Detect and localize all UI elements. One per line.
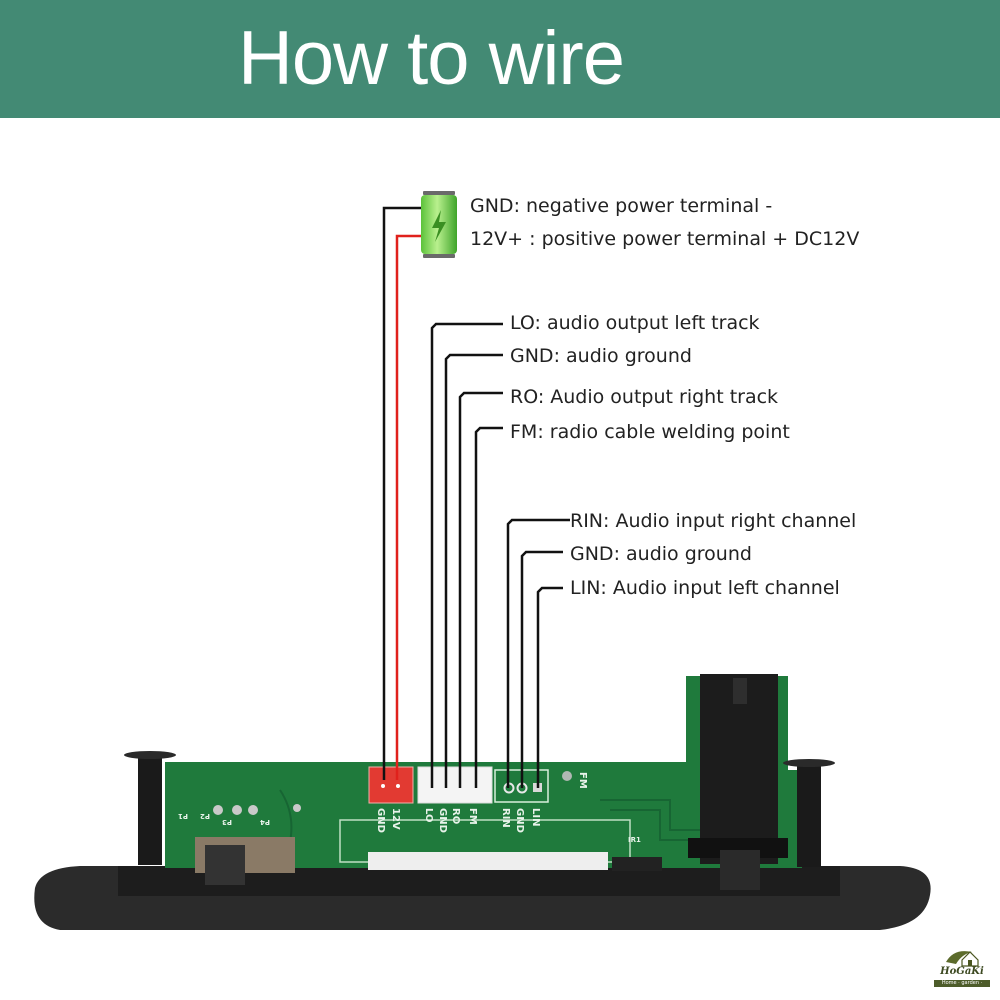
silk-ir1: IR1 [628, 836, 641, 844]
silk-fm: FM [467, 808, 478, 825]
brand-logo: HoGaKi Home · garden · kitchen [932, 946, 992, 993]
label-rin: RIN: Audio input right channel [570, 510, 857, 532]
lin-wire [536, 586, 563, 788]
output-connector [417, 766, 493, 804]
ir-receiver [612, 857, 662, 871]
v12-power-wire [395, 234, 421, 780]
lo-wire [430, 322, 503, 788]
silk-in-gnd: GND [514, 808, 525, 833]
slide-switch [195, 804, 301, 885]
silk-ro: RO [450, 808, 461, 824]
silk-p3: P3 [222, 818, 232, 826]
logo-tagline: Home · garden · kitchen [934, 980, 990, 993]
silk-gnd: GND [375, 808, 386, 833]
label-out-gnd: GND: audio ground [510, 345, 692, 367]
audio-jack [688, 674, 788, 890]
silk-p2: P2 [200, 812, 210, 820]
silkscreen-labels: GND 12V LO GND RO FM RIN GND LIN FM IR1 … [178, 772, 641, 844]
label-ro: RO: Audio output right track [510, 386, 779, 408]
silk-fm-pad: FM [577, 772, 588, 789]
house-leaf-icon [946, 951, 979, 967]
silk-12v: 12V [390, 808, 401, 830]
silk-p1: P1 [178, 812, 188, 820]
header-banner: How to wire [0, 0, 1000, 118]
logo-name: HoGaKi [940, 966, 984, 977]
silk-lin: LIN [530, 808, 541, 826]
in-gnd-wire [520, 550, 563, 788]
label-lin: LIN: Audio input left channel [570, 577, 840, 599]
label-power-gnd: GND: negative power terminal - [470, 195, 773, 217]
ribbon-connector [368, 852, 608, 870]
page-title: How to wire [238, 16, 625, 101]
label-in-gnd: GND: audio ground [570, 543, 752, 565]
right-mount-post [783, 759, 835, 867]
left-mount-post [124, 751, 176, 865]
ro-wire [458, 391, 503, 788]
label-lo: LO: audio output left track [510, 312, 760, 334]
power-connector [368, 766, 414, 804]
battery-charging-icon [421, 191, 457, 258]
label-power-12v: 12V+ : positive power terminal + DC12V [470, 228, 860, 250]
silk-lo: LO [423, 808, 434, 823]
out-gnd-wire [444, 353, 503, 788]
enclosure [34, 866, 931, 930]
rin-wire [506, 518, 570, 788]
fm-wire [474, 426, 503, 788]
label-fm: FM: radio cable welding point [510, 421, 790, 443]
silk-rin: RIN [500, 808, 511, 828]
silk-p4: P4 [260, 818, 270, 826]
gnd-power-wire [382, 206, 421, 780]
silk-out-gnd: GND [437, 808, 448, 833]
